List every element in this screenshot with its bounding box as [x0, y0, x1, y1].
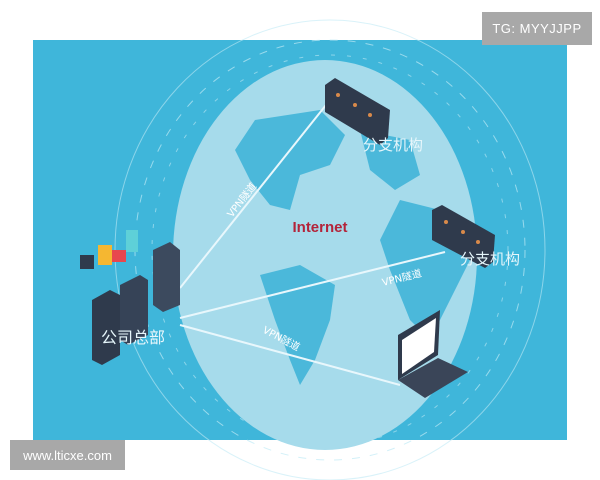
- laptop: [398, 310, 468, 398]
- hq-servers: [80, 230, 180, 365]
- tunnel-line-laptop: [179, 324, 401, 386]
- hq-label: 公司总部: [101, 328, 165, 347]
- branch-label-2: 分支机构: [460, 250, 520, 268]
- vpn-tunnels: [179, 99, 446, 386]
- firewall-server: [153, 242, 180, 312]
- branch-server-2: [432, 205, 495, 268]
- watermark-tg: TG: MYYJJPP: [482, 12, 592, 45]
- branch-server-1: [325, 78, 390, 145]
- tunnel-line-branch-1: [179, 99, 331, 289]
- tunnel-line-branch-2: [179, 251, 446, 319]
- branch-label-1: 分支机构: [363, 136, 423, 154]
- internet-label: Internet: [292, 219, 347, 236]
- watermark-url: www.lticxe.com: [10, 440, 125, 470]
